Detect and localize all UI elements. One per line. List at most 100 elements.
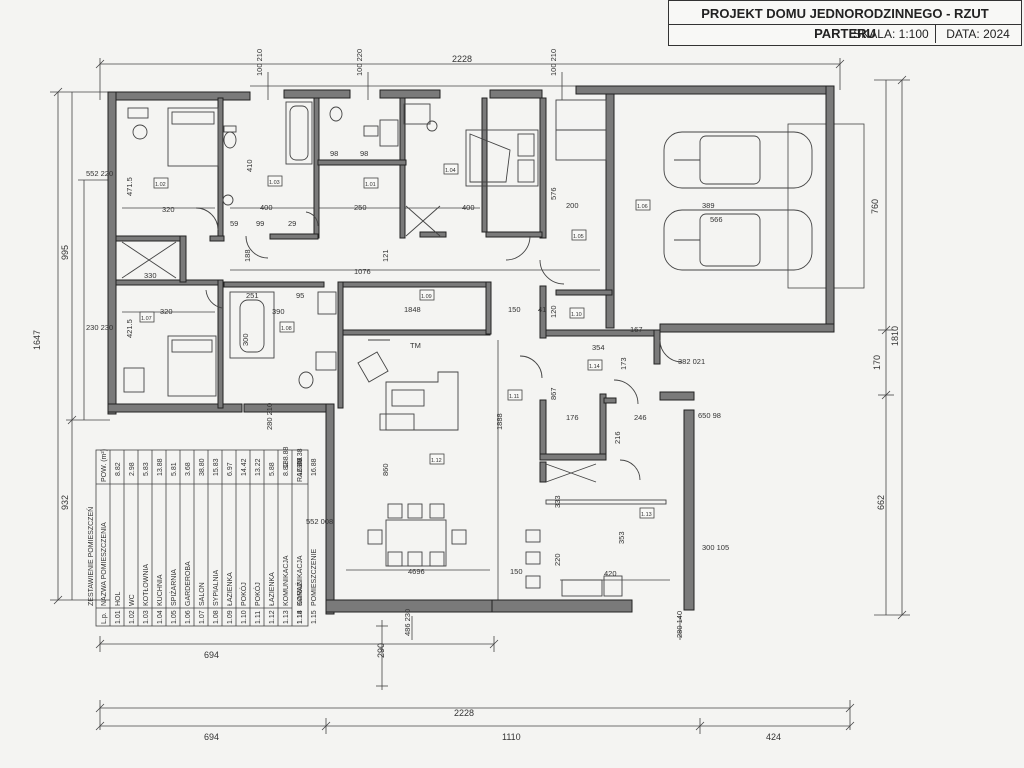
dim-121: 121 xyxy=(381,249,390,262)
dim-250: 250 xyxy=(354,203,367,212)
table-cell-name: SPIŻARNIA xyxy=(169,569,178,606)
table-cell-name: KOMUNIKACJA xyxy=(297,555,304,606)
dim-220: 220 xyxy=(553,553,562,566)
dim-29: 29 xyxy=(288,219,296,228)
table-cell-lp: 1.05 xyxy=(171,610,178,624)
table-header-lp: L.p. xyxy=(101,612,108,624)
dim-246: 246 xyxy=(634,413,647,422)
dim-400a: 400 xyxy=(260,203,273,212)
dim-right-lower: 662 xyxy=(876,495,886,510)
table-cell-area: 3.68 xyxy=(185,462,192,476)
dim-left-outer: 1647 xyxy=(32,330,42,350)
table-cell-area: 6.97 xyxy=(227,462,234,476)
dim-bottom-290: 290 xyxy=(376,643,386,658)
car-icon-2 xyxy=(663,209,813,271)
dim-176: 176 xyxy=(566,413,579,422)
table-cell-name: KUCHNIA xyxy=(157,574,164,606)
dim-173: 173 xyxy=(619,357,628,370)
dim-top-opening-3-a: 100 210 xyxy=(549,49,558,76)
table-cell-name: GARDEROBA xyxy=(185,561,192,606)
table-cell-lp: 1.04 xyxy=(157,610,164,624)
dim-400b: 400 xyxy=(462,203,475,212)
title-block: PROJEKT DOMU JEDNORODZINNEGO - RZUT PART… xyxy=(668,0,1022,46)
dim-552b: 552 008 xyxy=(306,517,333,526)
table-cell-lp: 1.02 xyxy=(129,610,136,624)
table-cell-area: 16.83 xyxy=(297,458,304,476)
table-cell-lp: 1.01 xyxy=(115,610,122,624)
dim-bottom-right: 424 xyxy=(766,732,781,742)
table-cell-area: 5.83 xyxy=(143,462,150,476)
room-tag-1.02: 1.02 xyxy=(155,182,166,188)
car-icon-1 xyxy=(663,131,813,189)
dim-41: 41 xyxy=(538,305,546,314)
walls xyxy=(107,85,835,615)
table-cell-name: SALON xyxy=(199,582,206,606)
dim-1076: 1076 xyxy=(354,267,371,276)
dim-bottom-486: 486 230 xyxy=(403,609,412,636)
table-sum-label: RAZEM xyxy=(297,457,304,482)
dim-left-552: 552 220 xyxy=(86,169,113,178)
dim-860: 860 xyxy=(381,463,390,476)
dim-98a: 98 xyxy=(330,149,338,158)
dim-867: 867 xyxy=(549,387,558,400)
table-garage-lp: 1.18 xyxy=(297,610,304,624)
dim-4715: 471.5 xyxy=(125,177,134,196)
table-cell-name: POKÓJ xyxy=(239,582,248,606)
table-cell-name: POMIESZCZENIE xyxy=(311,548,318,606)
dim-566: 566 xyxy=(710,215,723,224)
room-tag-1.10: 1.10 xyxy=(571,312,582,318)
room-tag-labels: 1.02 1.03 1.01 1.04 1.05 1.06 1.07 1.08 … xyxy=(141,168,652,518)
table-cell-area: 16.88 xyxy=(311,458,318,476)
room-tag-1.05: 1.05 xyxy=(573,234,584,240)
table-cell-lp: 1.13 xyxy=(283,610,290,624)
dim-353: 353 xyxy=(617,531,626,544)
dim-top-opening-2: 100 220 xyxy=(355,49,364,76)
dim-1848: 1848 xyxy=(404,305,421,314)
table-cell-area: 8.82 xyxy=(283,462,290,476)
table-cell-lp: 1.08 xyxy=(213,610,220,624)
table-cell-area: 13.22 xyxy=(255,458,262,476)
dim-330: 330 xyxy=(144,271,157,280)
room-tag-1.07: 1.07 xyxy=(141,316,152,322)
table-cell-name: ŁAZIENKA xyxy=(269,572,276,606)
table-cell-area: 8.82 xyxy=(115,462,122,476)
table-cell-name: ŁAZIENKA xyxy=(227,572,234,606)
dim-bottom-left: 694 xyxy=(204,732,219,742)
room-tag-1.13: 1.13 xyxy=(641,512,652,518)
dim-216: 216 xyxy=(613,431,622,444)
dim-320b: 320 xyxy=(160,307,173,316)
table-cell-lp: 1.12 xyxy=(269,610,276,624)
project-title: PROJEKT DOMU JEDNORODZINNEGO - RZUT PART… xyxy=(669,4,1021,41)
dim-bottom-mid: 1110 xyxy=(502,732,521,742)
table-cell-name: SYPIALNIA xyxy=(213,569,220,606)
dim-4696: 4696 xyxy=(408,567,425,576)
dim-300: 300 xyxy=(241,333,250,346)
table-cell-area: 5.81 xyxy=(171,462,178,476)
table-cell-lp: 1.06 xyxy=(185,610,192,624)
dim-188: 188 xyxy=(243,249,252,262)
table-title: ZESTAWIENIE POMIESZCZEŃ xyxy=(86,507,95,606)
dimension-lines xyxy=(50,58,910,734)
dim-150a: 150 xyxy=(508,305,521,314)
dim-right-mid: 170 xyxy=(872,355,882,370)
dim-354: 354 xyxy=(592,343,605,352)
dim-420: 420 xyxy=(604,569,617,578)
scale-label: SKALA: 1:100 xyxy=(847,25,936,43)
table-cell-name: KOMUNIKACJA xyxy=(283,555,290,606)
dim-bottom-upper-left: 694 xyxy=(204,650,219,660)
table-cell-area: 38.80 xyxy=(199,458,206,476)
table-garage-area: 46.38 xyxy=(297,448,304,466)
dim-1888: 1888 xyxy=(495,413,504,430)
dim-576: 576 xyxy=(549,187,558,200)
room-tag-1.12: 1.12 xyxy=(431,458,442,464)
dim-382: 382 021 xyxy=(678,357,705,366)
dim-tm: TM xyxy=(410,341,421,350)
dim-167: 167 xyxy=(630,325,643,334)
dim-120: 120 xyxy=(549,305,558,318)
room-tag-1.08: 1.08 xyxy=(281,326,292,332)
room-tag-1.14: 1.14 xyxy=(589,364,600,370)
table-cell-lp: 1.15 xyxy=(311,610,318,624)
table-cell-name: WC xyxy=(129,594,136,606)
